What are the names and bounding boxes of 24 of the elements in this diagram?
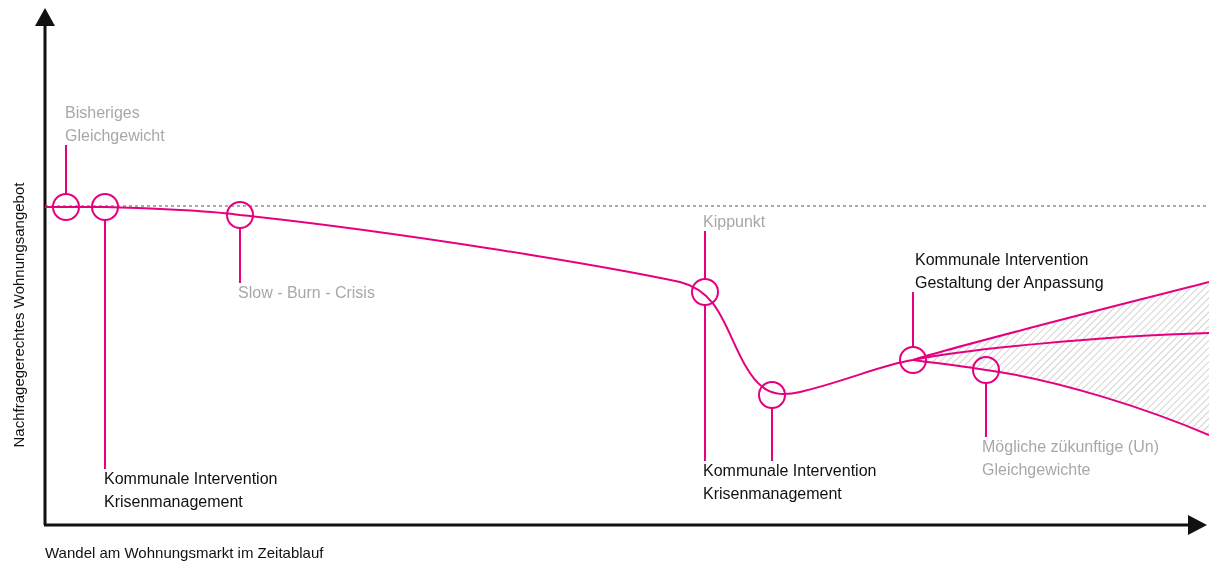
phase-label: Mögliche zükunftige (Un) Gleichgewichte [982, 435, 1167, 481]
phase-label: Slow - Burn - Crisis [238, 281, 438, 304]
marker-circle [91, 193, 119, 221]
phase-label: Kippunkt [703, 210, 803, 233]
leader-line [771, 407, 773, 462]
marker-circle [52, 193, 80, 221]
intervention-label: Kommunale Intervention Krisenmanagement [104, 467, 284, 513]
marker-circle [226, 201, 254, 229]
leader-line [704, 230, 706, 280]
marker-circle [691, 278, 719, 306]
marker-circle [758, 381, 786, 409]
intervention-label: Kommunale Intervention Gestaltung der Anpassung [915, 248, 1155, 294]
leader-line [239, 227, 241, 284]
leader-line [65, 144, 67, 195]
leader-line [104, 219, 106, 470]
marker-circle [972, 356, 1000, 384]
intervention-label: Kommunale Intervention Krisenmanagement [703, 459, 883, 505]
marker-circle [899, 346, 927, 374]
phase-label: Bisheriges Gleichgewicht [65, 101, 175, 147]
leader-line [704, 304, 706, 462]
x-axis-title: Wandel am Wohnungsmarkt im Zeitablauf [45, 543, 324, 563]
leader-line [985, 382, 987, 438]
leader-line [912, 291, 914, 348]
y-axis-title: Nachfragegerechtes Wohnungsangebot [8, 182, 28, 448]
